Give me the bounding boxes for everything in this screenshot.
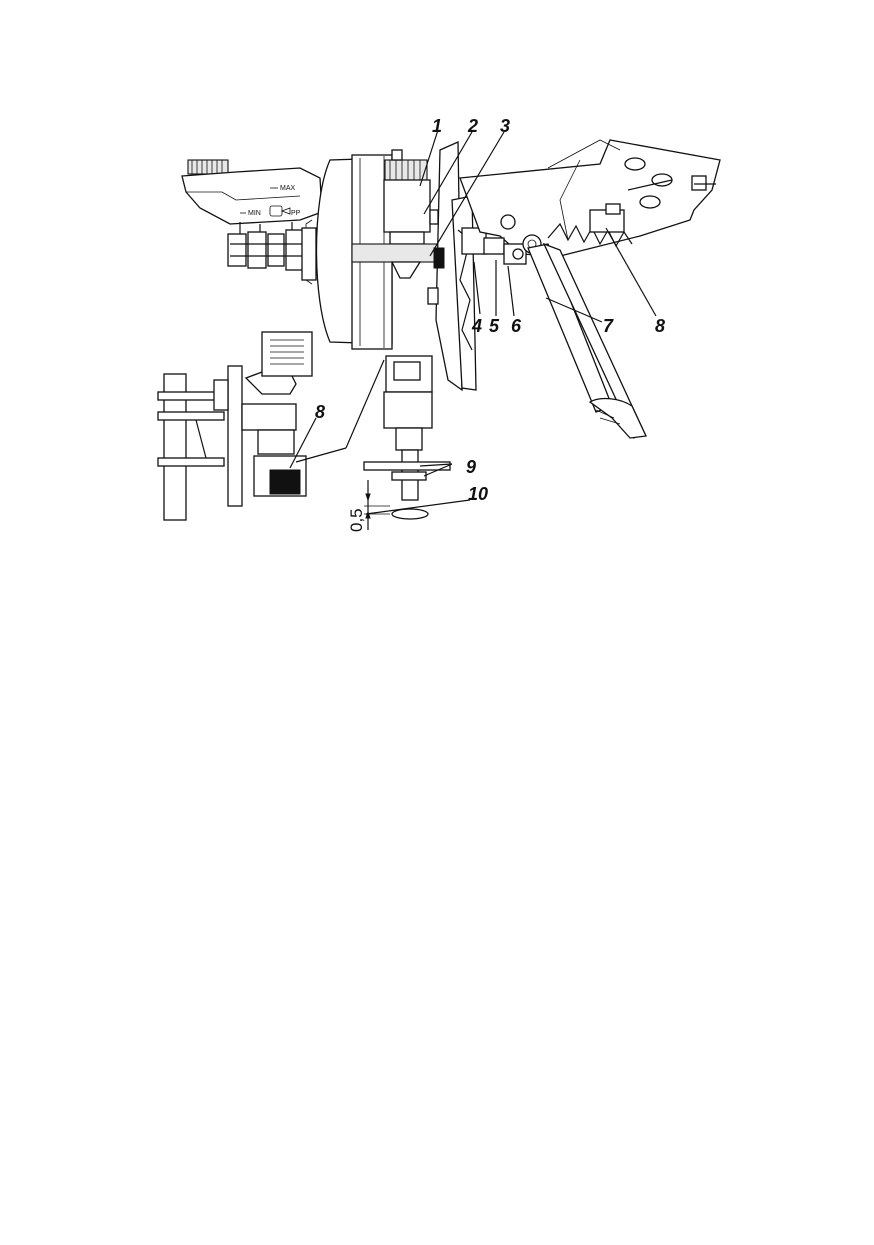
dimension-clearance: 0,5 bbox=[347, 508, 366, 532]
reservoir-min-mark: MIN bbox=[248, 210, 261, 217]
brake-light-switch-detail bbox=[363, 355, 471, 530]
callout-5: 5 bbox=[489, 316, 500, 336]
pedal-bracket-plate bbox=[427, 141, 487, 392]
callout-7: 7 bbox=[603, 316, 614, 336]
switch-mounting-detail bbox=[157, 331, 385, 521]
callout-3: 3 bbox=[500, 116, 510, 136]
reservoir-max-mark: MAX bbox=[280, 185, 296, 192]
callout-8-spring: 8 bbox=[655, 316, 665, 336]
brake-fluid-reservoir: MAX MIN PP bbox=[181, 159, 323, 271]
callout-leader-lines bbox=[289, 129, 657, 477]
callout-2: 2 bbox=[467, 116, 478, 136]
callout-1: 1 bbox=[432, 116, 442, 136]
return-spring bbox=[547, 203, 633, 248]
callout-6: 6 bbox=[511, 316, 522, 336]
callout-10: 10 bbox=[468, 484, 488, 504]
callout-4: 4 bbox=[471, 316, 482, 336]
pedal-support-bracket bbox=[459, 139, 721, 257]
reservoir-fluid-mark: PP bbox=[291, 210, 301, 217]
brake-pedal-lever bbox=[527, 242, 647, 439]
callout-9: 9 bbox=[466, 457, 476, 477]
callout-8-switch: 8 bbox=[315, 402, 325, 422]
